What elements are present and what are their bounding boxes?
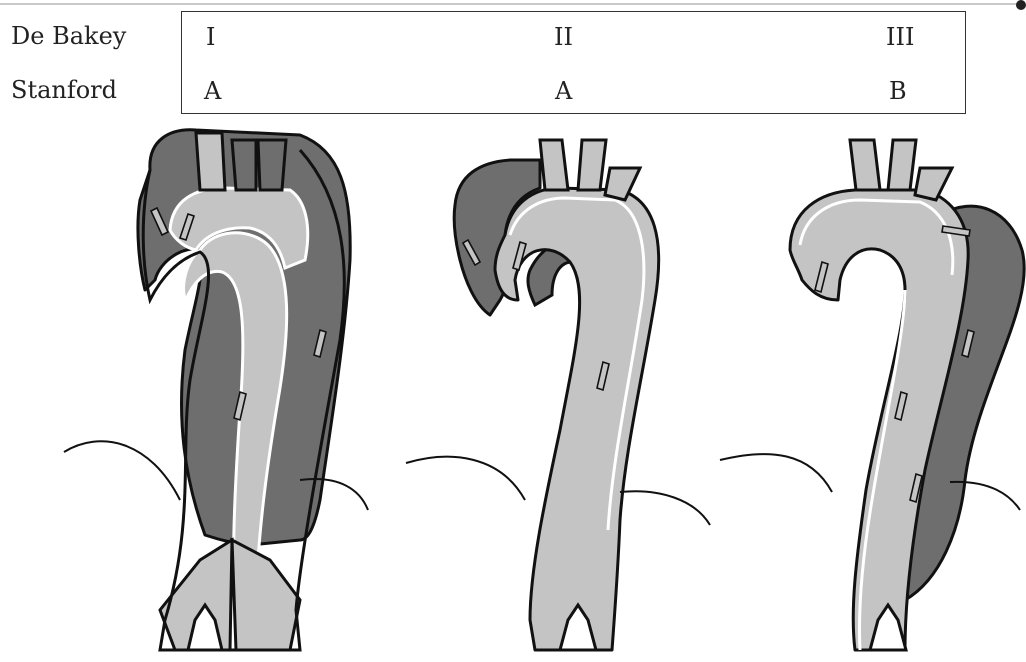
aorta-type-2 [406,140,710,650]
aorta-type-3 [720,140,1024,650]
aorta-type-1 [64,130,368,650]
